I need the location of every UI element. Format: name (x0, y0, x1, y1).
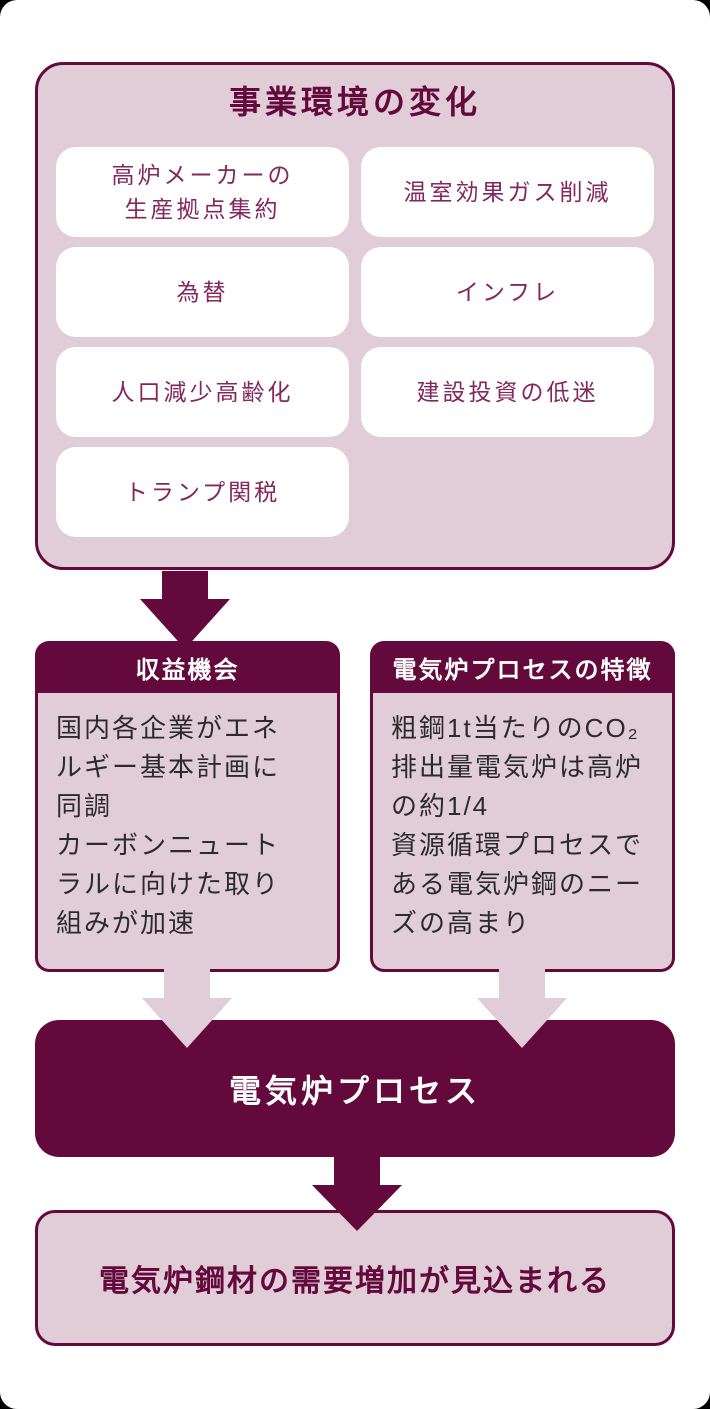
env-factor-box: 建設投資の低迷 (361, 347, 654, 437)
eaf-process-label: 電気炉プロセス (228, 1072, 481, 1109)
down-arrow-light-icon (477, 969, 567, 1048)
env-factor-box: インフレ (361, 247, 654, 337)
arrow-stem (334, 1157, 380, 1185)
down-arrow-light-icon (142, 969, 232, 1048)
eaf-features-card: 電気炉プロセスの特徴 粗鋼1t当たりのCO₂ 排出量電気炉は高炉 の約1/4 資… (370, 641, 675, 972)
env-factor-label: 高炉メーカーの 生産拠点集約 (111, 161, 294, 223)
conclusion-label: 電気炉鋼材の需要増加が見込まれる (99, 1265, 611, 1298)
env-factor-box: 人口減少高齢化 (56, 347, 349, 437)
eaf-process-box: 電気炉プロセス (35, 1020, 675, 1157)
conclusion-box: 電気炉鋼材の需要増加が見込まれる (35, 1210, 675, 1346)
arrow-stem (164, 969, 210, 998)
arrow-stem (162, 571, 208, 599)
arrow-head (140, 599, 230, 649)
arrow-head (312, 1185, 402, 1231)
env-factor-label: 建設投資の低迷 (416, 378, 599, 405)
env-factor-box: 温室効果ガス削減 (361, 147, 654, 237)
env-factor-box: 為替 (56, 247, 349, 337)
panel-title: 事業環境の変化 (228, 84, 481, 120)
environment-factor-grid: 高炉メーカーの 生産拠点集約 温室効果ガス削減 為替 インフレ 人口減少高齢化 … (56, 147, 654, 537)
env-factor-label: トランプ関税 (124, 478, 281, 505)
opportunity-card-body: 国内各企業がエネ ルギー基本計画に 同調 カーボンニュート ラルに向けた取り 組… (35, 693, 340, 972)
arrow-head (477, 998, 567, 1048)
arrow-head (142, 998, 232, 1048)
env-factor-label: 為替 (176, 278, 229, 305)
env-factor-box: 高炉メーカーの 生産拠点集約 (56, 147, 349, 237)
eaf-features-card-header: 電気炉プロセスの特徴 (370, 641, 675, 693)
eaf-features-card-body: 粗鋼1t当たりのCO₂ 排出量電気炉は高炉 の約1/4 資源循環プロセスで ある… (370, 693, 675, 972)
env-factor-label: 温室効果ガス削減 (403, 178, 612, 205)
opportunity-card-header: 収益機会 (35, 641, 340, 693)
opportunity-card: 収益機会 国内各企業がエネ ルギー基本計画に 同調 カーボンニュート ラルに向け… (35, 641, 340, 972)
down-arrow-icon (140, 571, 230, 649)
env-factor-label: 人口減少高齢化 (111, 378, 294, 405)
env-factor-label: インフレ (455, 278, 560, 305)
env-factor-box: トランプ関税 (56, 447, 349, 537)
arrow-stem (499, 969, 545, 998)
business-environment-panel: 事業環境の変化 高炉メーカーの 生産拠点集約 温室効果ガス削減 為替 インフレ … (35, 62, 675, 570)
down-arrow-icon (312, 1157, 402, 1231)
